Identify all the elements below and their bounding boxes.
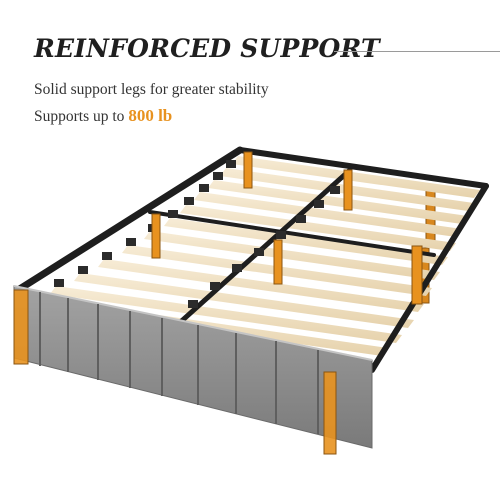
headline-divider: [334, 51, 500, 52]
headline-title: REINFORCED SUPPORT: [34, 34, 380, 63]
front-legs: [13, 245, 423, 455]
feature-stability-text: Solid support legs for greater stability: [34, 81, 269, 98]
bed-frame-illustration: [13, 146, 489, 455]
feature-capacity-prefix: Supports up to: [34, 108, 129, 125]
feature-capacity-value: 800 lb: [128, 106, 173, 125]
headline-block: REINFORCED SUPPORT: [34, 34, 500, 70]
feature-capacity: Supports up to 800 lb: [34, 106, 172, 127]
feature-stability: Solid support legs for greater stability: [34, 80, 269, 100]
slat-clips: [54, 160, 340, 308]
